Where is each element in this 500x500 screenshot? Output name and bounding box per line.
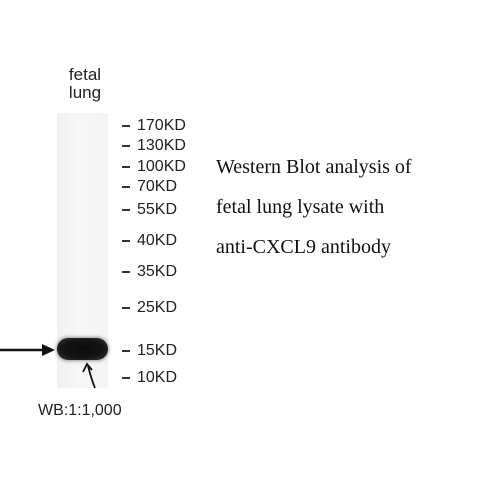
band-pointer-arrow-icon	[0, 344, 55, 356]
sample-label: fetal lung	[60, 66, 110, 102]
marker-tick	[122, 145, 130, 147]
marker-label: 40KD	[137, 232, 178, 249]
description-line-1: Western Blot analysis of	[216, 156, 412, 178]
marker-label: 15KD	[137, 342, 178, 359]
marker-label: 170KD	[137, 117, 186, 134]
marker-tick	[122, 377, 130, 379]
blot-lane	[57, 113, 108, 388]
protein-band	[57, 338, 108, 360]
sample-label-line-1: fetal	[68, 65, 102, 84]
marker-tick	[122, 166, 130, 168]
marker-tick	[122, 186, 130, 188]
description-line-2: fetal lung lysate with	[216, 196, 385, 218]
marker-tick	[122, 350, 130, 352]
sample-label-line-2: lung	[68, 83, 102, 102]
marker-label: 130KD	[137, 137, 186, 154]
band-up-arrow-icon	[82, 362, 96, 389]
marker-tick	[122, 125, 130, 127]
marker-tick	[122, 271, 130, 273]
description-line-3: anti-CXCL9 antibody	[216, 236, 391, 258]
marker-label: 10KD	[137, 369, 178, 386]
marker-label: 35KD	[137, 263, 178, 280]
marker-label: 25KD	[137, 299, 178, 316]
marker-label: 55KD	[137, 201, 178, 218]
dilution-label: WB:1:1,000	[38, 402, 122, 419]
marker-tick	[122, 209, 130, 211]
marker-tick	[122, 240, 130, 242]
blot-description: Western Blot analysis of fetal lung lysa…	[216, 150, 486, 270]
marker-tick	[122, 307, 130, 309]
marker-label: 70KD	[137, 178, 178, 195]
marker-label: 100KD	[137, 158, 186, 175]
